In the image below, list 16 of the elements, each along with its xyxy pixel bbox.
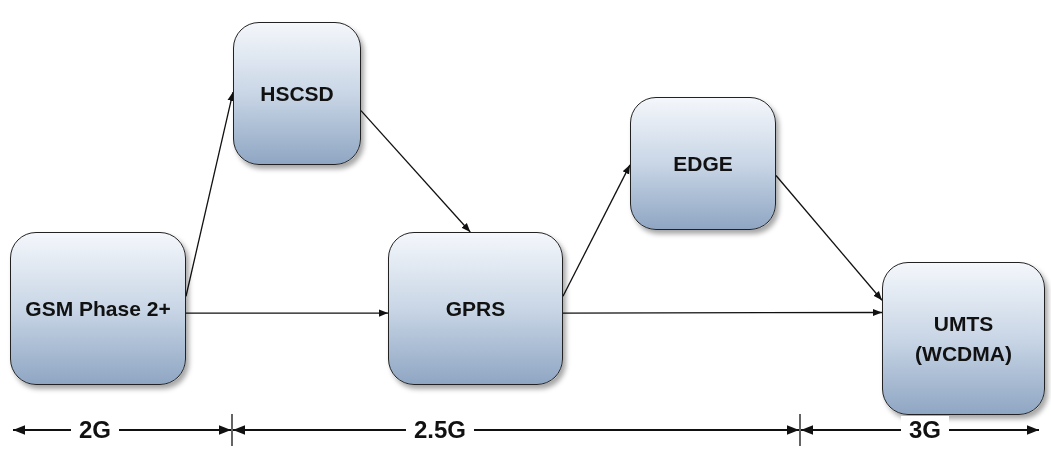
arrow — [562, 308, 883, 317]
node-label: GPRS — [445, 295, 506, 322]
arrow — [562, 164, 631, 297]
arrow — [185, 309, 389, 317]
process-box — [233, 22, 361, 165]
process-box — [882, 262, 1045, 415]
process-box — [10, 232, 186, 385]
node-label: EDGE — [673, 150, 733, 177]
arrow — [775, 174, 883, 301]
node-label: HSCSD — [260, 80, 334, 107]
process-box — [388, 232, 563, 385]
process-box — [630, 97, 776, 230]
arrow — [185, 91, 235, 297]
arrow — [360, 110, 471, 233]
node-label: GSM Phase 2+ — [25, 295, 171, 322]
node-label: UMTS (WCDMA) — [914, 310, 1013, 367]
